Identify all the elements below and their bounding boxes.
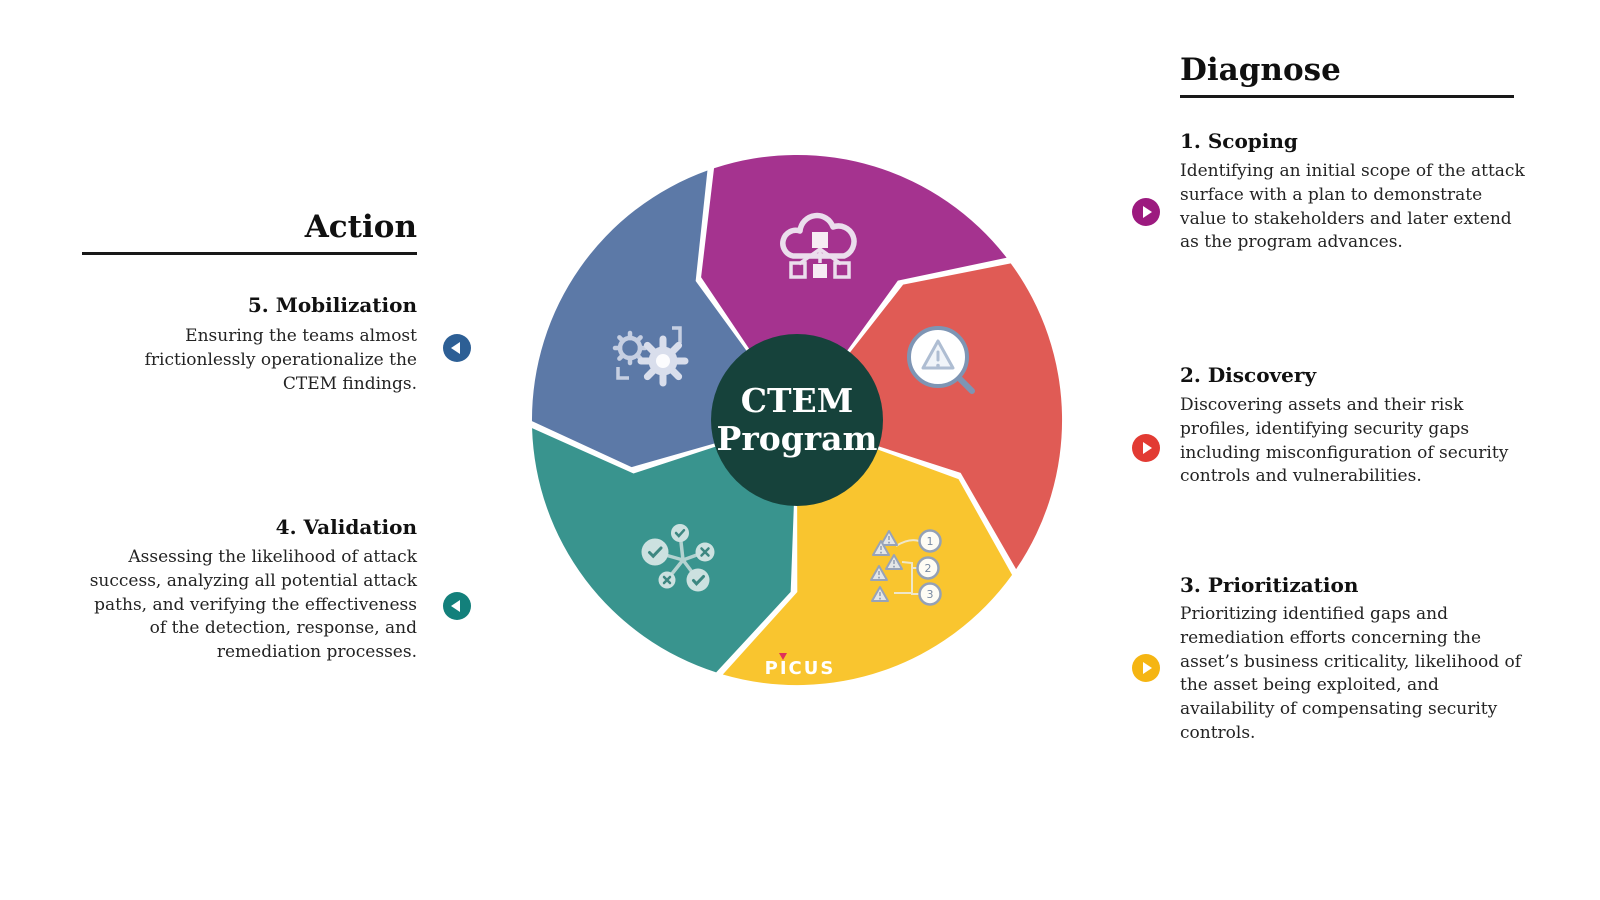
ranked-alerts-icon: 1 2 3 — [870, 529, 942, 606]
risk-magnifier-icon — [907, 326, 975, 394]
scoping-bullet-icon — [1132, 198, 1160, 226]
prioritization-description: Prioritizing identified gaps and remedia… — [1180, 604, 1522, 743]
center-disk — [711, 334, 883, 506]
discovery-description: Discovering assets and their risk profil… — [1180, 395, 1509, 487]
discovery-bullet-icon — [1132, 434, 1160, 462]
mobilization-title: 5. Mobilization — [247, 293, 417, 317]
center-title-line2: Program — [716, 419, 878, 458]
prioritization-title: 3. Prioritization — [1180, 573, 1359, 597]
action-section-title: Action — [82, 209, 417, 255]
mobilization-bullet-icon — [443, 334, 471, 362]
check-node — [671, 524, 689, 542]
check-node — [686, 568, 710, 592]
rank-1-number: 1 — [927, 535, 934, 548]
cross-node — [658, 571, 676, 589]
validation-title: 4. Validation — [275, 515, 417, 539]
validation-description: Assessing the likelihood of attack succe… — [89, 547, 417, 663]
center-title-line1: CTEM — [740, 381, 854, 420]
gears-icon — [612, 326, 689, 387]
rank-3-circle — [918, 582, 942, 606]
scoping-description: Identifying an initial scope of the atta… — [1180, 161, 1525, 253]
large-gear — [637, 335, 689, 387]
prioritization-bullet-icon — [1132, 654, 1160, 682]
diagnose-section-title: Diagnose — [1180, 52, 1514, 98]
segment-prioritization — [722, 420, 1013, 686]
rank-1-circle — [918, 529, 942, 553]
segment-discovery — [797, 263, 1063, 570]
mobilization-description: Ensuring the teams almost frictionlessly… — [144, 326, 417, 394]
arrow-right-icon — [1143, 442, 1152, 454]
rank-3-number: 3 — [927, 588, 934, 601]
picus-accent-triangle-icon — [779, 653, 787, 660]
warning-triangle-icon — [871, 586, 889, 602]
check-node — [641, 538, 669, 566]
picus-logo: PICUS — [740, 653, 860, 679]
warning-triangle-icon — [872, 540, 890, 556]
rank-2-circle — [916, 556, 940, 580]
wheel-center-label: CTEM Program — [647, 382, 947, 458]
warning-triangle-icon — [870, 565, 888, 581]
warning-triangle-icon — [880, 530, 898, 546]
warning-triangle-icon — [885, 554, 903, 570]
small-gear — [612, 330, 648, 366]
rank-2-number: 2 — [925, 562, 932, 575]
picus-logo-text: PICUS — [764, 658, 836, 679]
discovery-title: 2. Discovery — [1180, 363, 1317, 387]
check-cross-network-icon — [641, 524, 715, 592]
scoping-title: 1. Scoping — [1180, 129, 1298, 153]
arrow-left-icon — [451, 600, 460, 612]
cross-node — [695, 542, 715, 562]
cloud-network-icon — [780, 212, 857, 279]
arrow-left-icon — [451, 342, 460, 354]
ctem-program-wheel: 1 2 3 — [531, 155, 1063, 686]
validation-bullet-icon — [443, 592, 471, 620]
arrow-right-icon — [1143, 662, 1152, 674]
arrow-right-icon — [1143, 206, 1152, 218]
